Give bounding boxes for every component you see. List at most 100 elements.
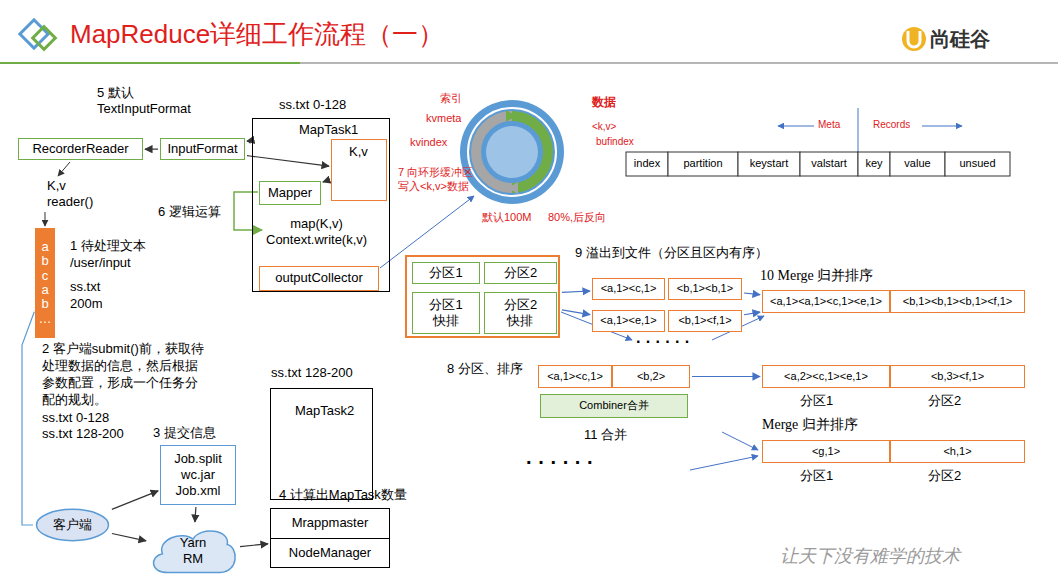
box-text: Mapper bbox=[268, 185, 312, 201]
box-text: 分区2 bbox=[504, 265, 537, 281]
ring-buffer bbox=[486, 126, 538, 178]
split-heading: ss.txt 128-200 bbox=[271, 365, 353, 381]
record-cell: <a,2><c,1><e,1> bbox=[762, 365, 890, 388]
note-label: 分区1 bbox=[800, 393, 833, 409]
note-label: 2 客户端submit()前，获取待处理数据的信息，然后根据参数配置，形成一个任… bbox=[42, 340, 207, 408]
step-label: 8 分区、排序 bbox=[447, 361, 523, 377]
record-cell: <a,1><c,1> bbox=[592, 278, 665, 300]
connector bbox=[323, 180, 329, 182]
note-label: 200m bbox=[70, 296, 103, 312]
partition-box: 分区2 bbox=[484, 262, 557, 284]
reader-arrows bbox=[45, 212, 46, 226]
box-text: <a,1><e,1> bbox=[600, 314, 656, 328]
process-box: InputFormat bbox=[160, 138, 245, 160]
meta-table bbox=[800, 152, 858, 176]
meta-table bbox=[668, 152, 738, 176]
connector bbox=[240, 544, 268, 547]
meta-records-arrows bbox=[858, 108, 859, 152]
record-cell: <b,1><b,1> bbox=[668, 278, 742, 300]
partition-group: 8 分区、排序分区1分区2分区1 快排分区2 快排 bbox=[405, 255, 560, 338]
connector bbox=[692, 376, 760, 377]
note-label: ss.txt 0-128 bbox=[42, 410, 109, 426]
box-text: a b c a b … bbox=[39, 240, 52, 326]
note-label: TextInputFormat bbox=[97, 101, 191, 117]
mapper-flow-line bbox=[234, 192, 262, 230]
note-label: 1 待处理文本 bbox=[70, 238, 146, 254]
note-label: Merge 归并排序 bbox=[762, 416, 858, 434]
record-cell: <a,1><c,1> bbox=[538, 365, 612, 388]
note-label: 分区2 bbox=[928, 468, 961, 484]
box-text: Mrappmaster bbox=[271, 509, 389, 537]
ring-buffer bbox=[468, 108, 556, 196]
note-label: ss.txt 128-200 bbox=[42, 426, 124, 442]
code-text: map(K,v) Context.write(k,v) bbox=[266, 216, 367, 249]
connector bbox=[562, 310, 590, 315]
box-text: RecorderReader bbox=[32, 141, 128, 157]
note-label: Records bbox=[873, 119, 910, 132]
record-cell: <g,1> bbox=[762, 440, 890, 463]
input-text-column: a b c a b … bbox=[35, 228, 55, 338]
ring-buffer bbox=[460, 100, 564, 204]
meta-table bbox=[858, 152, 890, 176]
record-cell: <a,1><e,1> bbox=[592, 310, 665, 332]
note-label: 5 默认 bbox=[97, 85, 134, 101]
note-label: 默认100M bbox=[482, 211, 532, 225]
box-text: 分区1 快排 bbox=[429, 297, 462, 330]
meta-records-arrows bbox=[778, 126, 814, 127]
record-cell: <b,2> bbox=[612, 365, 690, 388]
leader-line bbox=[380, 196, 474, 268]
note-label: K,v bbox=[47, 178, 66, 194]
note-label: bufindex bbox=[596, 136, 634, 149]
partition-box: 分区1 快排 bbox=[412, 292, 480, 334]
ring-buffer bbox=[506, 110, 516, 122]
note-label: kvindex bbox=[410, 136, 447, 150]
logo-icon bbox=[902, 27, 926, 51]
note-label: Meta bbox=[818, 119, 840, 132]
spill-arrows bbox=[690, 456, 758, 470]
meta-records-arrows bbox=[778, 108, 962, 152]
note-label: 6 逻辑运算 bbox=[158, 204, 221, 220]
process-box: Mapper bbox=[259, 181, 321, 205]
process-box: RecorderReader bbox=[18, 138, 143, 160]
yarn-cloud: Yarn RM bbox=[148, 524, 238, 578]
note-label: ss.txt bbox=[70, 279, 100, 295]
box-text: 分区1 bbox=[429, 265, 462, 281]
record-cell: <b,1><b,1><b,1><f,1> bbox=[890, 290, 1025, 313]
box-text: <b,2> bbox=[637, 370, 665, 384]
box-text: K,v bbox=[349, 144, 368, 160]
box-title: MapTask1 bbox=[299, 122, 358, 138]
box-text: Yarn RM bbox=[180, 535, 207, 568]
mapper-flow-line bbox=[234, 192, 262, 230]
box-text: <a,1><c,1> bbox=[547, 370, 603, 384]
note-label: 11 合并 bbox=[584, 427, 627, 443]
note-label: 10 Merge 归并排序 bbox=[760, 267, 873, 285]
connector bbox=[145, 149, 158, 150]
connector bbox=[247, 141, 251, 143]
ellipsis: · · · · · · bbox=[526, 450, 594, 475]
header-decoration bbox=[33, 27, 56, 50]
logo-text: 尚硅谷 bbox=[930, 27, 990, 52]
box-text: InputFormat bbox=[167, 141, 237, 157]
appmaster-box: 4 计算出MapTask数量MrappmasterNodeManager bbox=[270, 508, 390, 568]
record-cell: <h,1> bbox=[890, 440, 1025, 463]
meta-table bbox=[890, 152, 945, 176]
table-cell: keystart bbox=[738, 157, 800, 171]
table-cell: unsued bbox=[945, 157, 1010, 171]
step-label: 3 提交信息 bbox=[153, 425, 216, 441]
split-heading: ss.txt 0-128 bbox=[279, 97, 346, 113]
note-label: <k,v> bbox=[592, 121, 616, 134]
box-text: Combiner合并 bbox=[579, 399, 649, 413]
meta-table bbox=[626, 152, 1010, 176]
note-label: 7 向环形缓冲区 bbox=[398, 166, 473, 180]
box-text: <a,1><a,1><c,1><e,1> bbox=[770, 295, 882, 309]
meta-records-arrows bbox=[922, 126, 962, 127]
client-ellipse: 客户端 bbox=[35, 508, 110, 542]
connector bbox=[112, 534, 146, 541]
box-text: 客户端 bbox=[53, 517, 92, 533]
file-list: Job.split wc.jar Job.xml bbox=[174, 451, 222, 500]
table-cell: partition bbox=[668, 157, 738, 171]
cloud-outline bbox=[154, 531, 236, 573]
partition-box: 分区1 bbox=[412, 262, 480, 284]
connector bbox=[22, 312, 34, 525]
meta-table bbox=[738, 152, 800, 176]
